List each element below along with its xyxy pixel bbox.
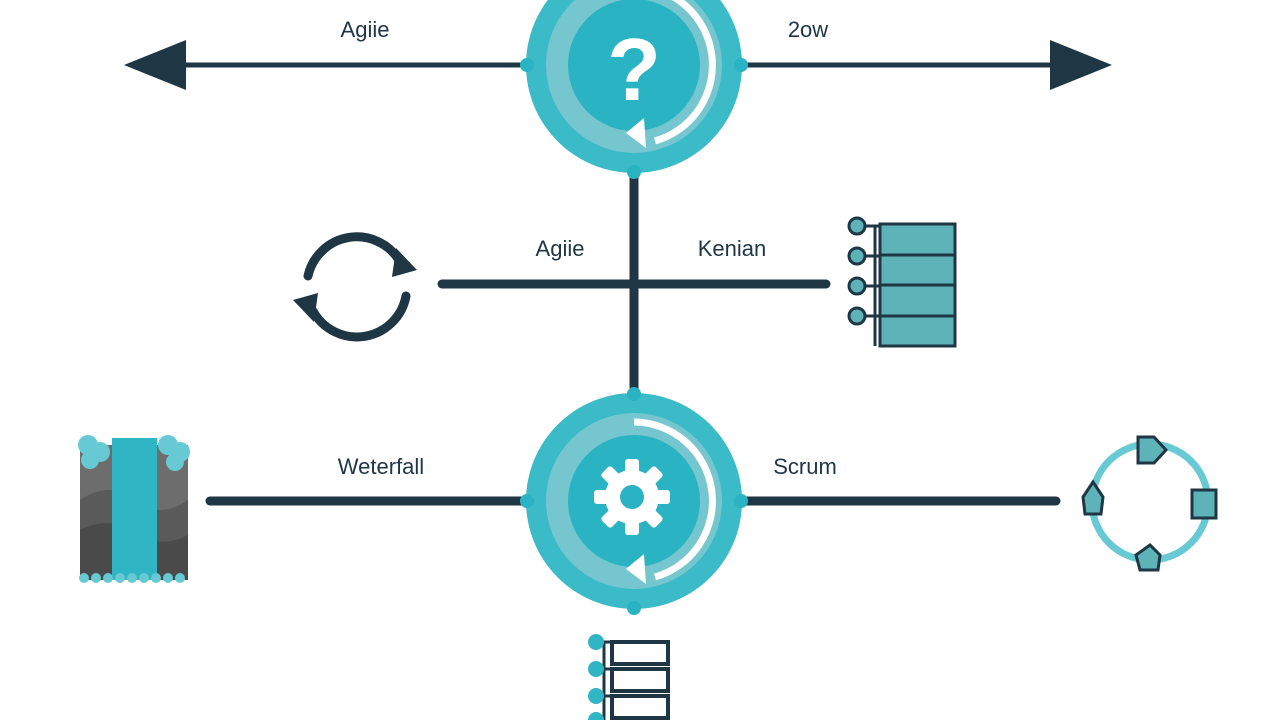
left-arrowhead-icon xyxy=(124,40,186,90)
label-bottom-right: Scrum xyxy=(773,454,837,479)
gear-icon xyxy=(594,459,670,535)
connectors xyxy=(177,62,1063,506)
question-icon: ? xyxy=(607,20,661,119)
kanban-board-icon xyxy=(847,216,957,348)
bottom-hub xyxy=(520,387,748,615)
scrum-node-right xyxy=(1190,488,1218,520)
label-top-right: 2ow xyxy=(788,17,828,42)
backlog-list-icon xyxy=(588,634,670,725)
label-mid-left: Agiie xyxy=(536,236,585,261)
label-mid-right: Kenian xyxy=(698,236,767,261)
right-arrowhead-icon xyxy=(1050,40,1112,90)
waterfall-icon xyxy=(78,435,190,583)
cycle-icon xyxy=(293,232,417,342)
scrum-cycle-icon xyxy=(1081,435,1218,572)
label-top-left: Agiie xyxy=(341,17,390,42)
labels: Agiie 2ow Agiie Kenian Weterfall Scrum xyxy=(338,17,837,479)
label-bottom-left: Weterfall xyxy=(338,454,424,479)
top-hub: ? xyxy=(520,0,748,179)
scrum-node-bottom xyxy=(1134,543,1162,572)
scrum-node-top xyxy=(1136,435,1169,465)
scrum-node-left xyxy=(1081,479,1105,516)
